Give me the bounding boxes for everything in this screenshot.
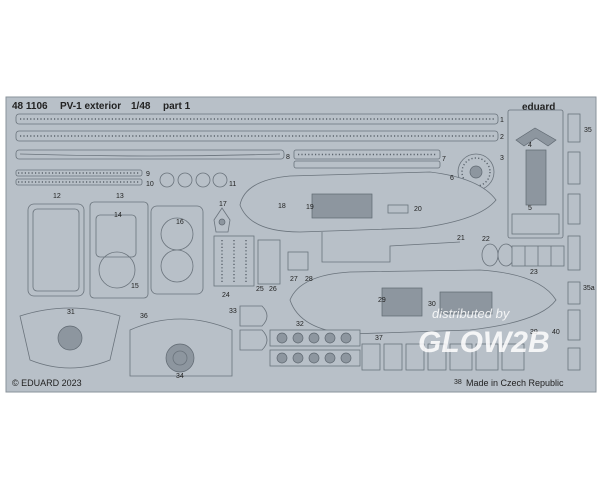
strip-2 bbox=[15, 130, 499, 142]
label-30: 30 bbox=[428, 301, 436, 308]
label-3: 3 bbox=[500, 155, 504, 162]
label-19: 19 bbox=[306, 204, 314, 211]
strip-8 bbox=[293, 149, 441, 160]
part-33 bbox=[239, 305, 268, 351]
label-36: 36 bbox=[140, 313, 148, 320]
label-24: 24 bbox=[222, 292, 230, 299]
label-40: 40 bbox=[552, 329, 560, 336]
label-17: 17 bbox=[219, 201, 227, 208]
origin-text: Made in Czech Republic bbox=[466, 378, 564, 388]
fret-part: part 1 bbox=[163, 101, 191, 112]
label-12: 12 bbox=[53, 193, 61, 200]
label-8: 8 bbox=[286, 154, 290, 161]
label-13: 13 bbox=[116, 193, 124, 200]
label-11: 11 bbox=[229, 181, 236, 188]
product-code: 48 1106 bbox=[12, 101, 48, 112]
part-12-panel bbox=[27, 203, 85, 297]
strip-1 bbox=[15, 113, 499, 125]
label-18: 18 bbox=[278, 203, 286, 210]
part-22-23 bbox=[481, 243, 565, 267]
label-14: 14 bbox=[114, 212, 122, 219]
label-23: 23 bbox=[530, 269, 538, 276]
part-17 bbox=[213, 207, 231, 233]
label-33: 33 bbox=[229, 308, 237, 315]
label-7: 7 bbox=[442, 156, 446, 163]
label-27: 27 bbox=[290, 276, 298, 283]
label-20: 20 bbox=[414, 206, 422, 213]
label-35: 35 bbox=[584, 127, 592, 134]
label-10: 10 bbox=[146, 181, 154, 188]
product-scale: 1/48 bbox=[131, 101, 151, 112]
label-25: 25 bbox=[256, 286, 264, 293]
label-29: 29 bbox=[378, 297, 386, 304]
product-title: PV-1 exterior bbox=[60, 101, 121, 112]
nacelle-lower bbox=[289, 269, 557, 335]
label-16: 16 bbox=[176, 219, 184, 226]
label-31: 31 bbox=[67, 309, 75, 316]
part-35-tabs bbox=[567, 113, 581, 371]
label-28: 28 bbox=[305, 276, 313, 283]
nacelle-upper bbox=[239, 171, 497, 233]
part-14-16-panel bbox=[150, 205, 204, 295]
part-32-row bbox=[269, 329, 361, 367]
part-24-26 bbox=[213, 235, 281, 287]
label-9: 9 bbox=[146, 171, 150, 178]
part-number-labels: 1 2 3 4 5 6 7 8 9 10 11 12 13 14 15 16 1… bbox=[53, 117, 595, 386]
label-6: 6 bbox=[450, 175, 454, 182]
strip-7 bbox=[293, 160, 441, 169]
label-37: 37 bbox=[375, 335, 383, 342]
label-5: 5 bbox=[528, 205, 532, 212]
part-11-rings bbox=[159, 172, 228, 188]
label-1: 1 bbox=[500, 117, 504, 124]
label-34: 34 bbox=[176, 373, 184, 380]
part-27-28 bbox=[287, 251, 309, 271]
watermark-line-1: distributed by bbox=[432, 306, 511, 321]
part-34-engine-half bbox=[129, 318, 233, 377]
label-15: 15 bbox=[131, 283, 139, 290]
part-37-row bbox=[361, 343, 525, 371]
label-21: 21 bbox=[457, 235, 465, 242]
strip-3 bbox=[15, 149, 285, 160]
label-4: 4 bbox=[528, 142, 532, 149]
label-38: 38 bbox=[454, 379, 462, 386]
label-22: 22 bbox=[482, 236, 490, 243]
label-26: 26 bbox=[269, 286, 277, 293]
label-39: 39 bbox=[530, 329, 538, 336]
label-32: 32 bbox=[296, 321, 304, 328]
part-13-panel bbox=[89, 201, 149, 299]
brand-logo: eduard bbox=[522, 102, 555, 113]
label-2: 2 bbox=[500, 134, 504, 141]
watermark-line-2: GLOW2B bbox=[418, 326, 550, 359]
distributor-watermark: distributed by GLOW2B bbox=[418, 306, 550, 359]
part-4-5-bracket bbox=[507, 109, 564, 239]
label-35a: 35a bbox=[583, 285, 595, 292]
strip-10 bbox=[15, 178, 143, 186]
strip-9 bbox=[15, 169, 143, 177]
nacelle-frame-21 bbox=[321, 232, 461, 263]
copyright-text: © EDUARD 2023 bbox=[12, 378, 82, 388]
part-31-engine-half bbox=[19, 307, 121, 369]
